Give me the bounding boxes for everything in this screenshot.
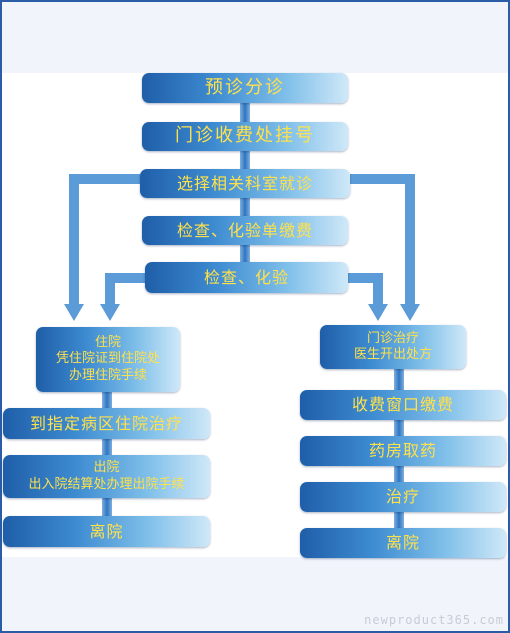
node-select-department: 选择相关科室就诊: [140, 169, 350, 198]
arrow-n3-to-clinic-path: [350, 174, 415, 306]
discharge-line-2: 出入院结算处办理出院手续: [28, 476, 185, 492]
cashier-payment-label: 收费窗口缴费: [351, 395, 454, 414]
leave-right-label: 离院: [385, 533, 420, 552]
arrow-n3-to-admit-head: [64, 304, 84, 321]
node-registration: 门诊收费处挂号: [142, 122, 348, 151]
arrow-n5-to-clinic-path: [348, 273, 383, 306]
connector-pay-pharmacy: [394, 420, 404, 436]
node-tests: 检查、化验: [145, 262, 348, 293]
connector-discharge-leave: [102, 498, 112, 516]
connector-n2-n3: [240, 150, 250, 170]
connector-treat-leave: [394, 512, 404, 528]
node-leave-right: 离院: [300, 528, 506, 558]
node-admission: 住院 凭住院证到住院处 办理住院手续: [36, 327, 180, 392]
watermark: newproduct365.com: [364, 613, 504, 627]
discharge-line-1: 出院: [93, 460, 120, 476]
admission-line-3: 办理住院手续: [68, 367, 147, 383]
outpatient-line-1: 门诊治疗: [366, 330, 419, 346]
node-select-department-label: 选择相关科室就诊: [176, 173, 313, 193]
connector-admit-ward: [102, 392, 112, 408]
connector-n3-n4: [240, 197, 250, 217]
arrow-n5-to-admit-path: [105, 273, 145, 306]
node-ward-treatment: 到指定病区住院治疗: [3, 408, 210, 439]
connector-ward-discharge: [102, 438, 112, 455]
node-test-payment-label: 检查、化验单缴费: [176, 220, 313, 240]
node-leave-left: 离院: [3, 516, 210, 547]
arrow-n5-to-admit-head: [100, 304, 120, 321]
outpatient-line-2: 医生开出处方: [353, 347, 432, 362]
connector-pharmacy-treat: [394, 466, 404, 482]
leave-left-label: 离院: [89, 521, 124, 541]
arrow-n3-to-admit-path: [69, 174, 140, 306]
connector-n4-n5: [240, 244, 250, 262]
admission-line-2: 凭住院证到住院处: [55, 351, 160, 367]
node-test-payment: 检查、化验单缴费: [142, 216, 348, 245]
connector-n1-n2: [240, 103, 250, 123]
node-triage: 预诊分诊: [142, 73, 348, 103]
node-triage-label: 预诊分诊: [205, 76, 285, 98]
connector-clinic-pay: [394, 369, 404, 390]
pharmacy-label: 药房取药: [368, 441, 437, 460]
node-pharmacy: 药房取药: [300, 436, 506, 466]
node-treatment: 治疗: [300, 482, 506, 512]
node-outpatient-treatment: 门诊治疗 医生开出处方: [320, 325, 466, 369]
node-discharge: 出院 出入院结算处办理出院手续: [3, 455, 210, 498]
arrow-n3-to-clinic-head: [400, 304, 420, 321]
node-cashier-payment: 收费窗口缴费: [300, 390, 506, 420]
admission-line-1: 住院: [94, 335, 121, 351]
ward-treatment-label: 到指定病区住院治疗: [29, 413, 183, 433]
node-registration-label: 门诊收费处挂号: [175, 125, 315, 147]
node-tests-label: 检查、化验: [203, 267, 289, 287]
treatment-label: 治疗: [385, 487, 420, 506]
arrow-n5-to-clinic-head: [368, 304, 388, 321]
